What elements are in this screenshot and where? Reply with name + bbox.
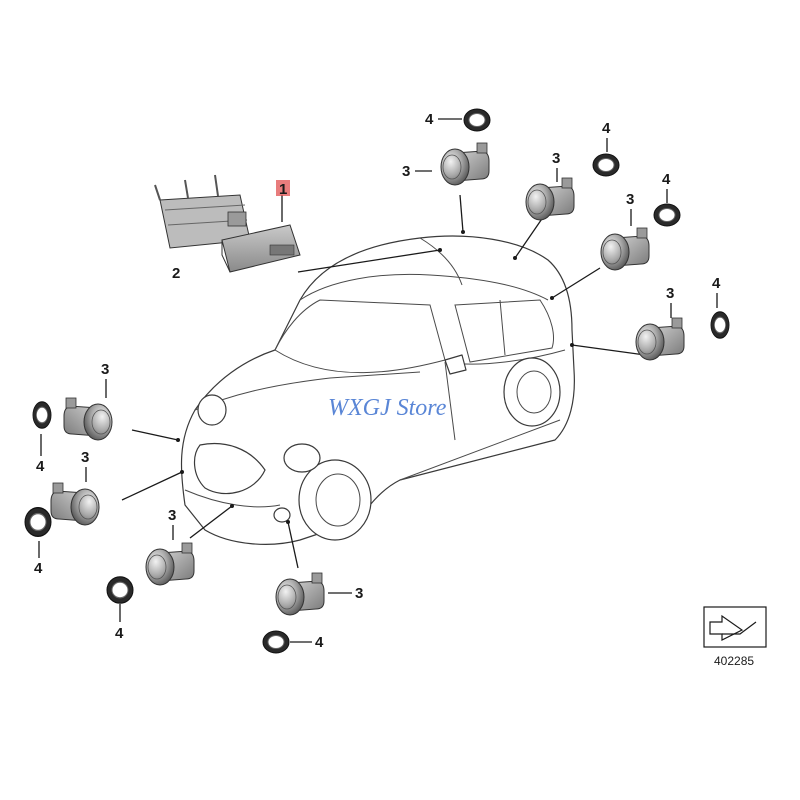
sensor-rear-3 (635, 317, 685, 361)
label-ring: 4 (36, 458, 45, 475)
label-bracket: 2 (172, 265, 180, 282)
arrow-box-icon (703, 606, 767, 648)
label-sensor: 3 (552, 150, 560, 167)
sensor-rear-1 (525, 177, 575, 221)
label-sensor: 3 (626, 191, 634, 208)
sensor-front-3 (145, 542, 195, 586)
label-ring: 4 (662, 171, 671, 188)
highlight-box (276, 180, 290, 196)
label-ring: 4 (602, 120, 611, 137)
leader-dots (176, 230, 574, 524)
sensor-front-4 (275, 572, 325, 616)
label-sensor: 3 (666, 285, 674, 302)
ring-front-3 (106, 576, 134, 604)
label-ring: 4 (315, 634, 324, 651)
watermark-text: WXGJ Store (328, 395, 447, 421)
label-ring: 4 (34, 560, 43, 577)
label-ring: 4 (712, 275, 721, 292)
leader-lines (121, 194, 646, 569)
sensor-front-1 (63, 397, 113, 441)
label-ecu: 1 (279, 181, 287, 198)
label-sensor: 3 (168, 507, 176, 524)
sensor-front-2 (50, 482, 100, 526)
label-sensor: 3 (101, 361, 109, 378)
ring-front-4 (262, 630, 290, 654)
ring-rear-3 (710, 311, 730, 339)
ring-rear-1 (592, 153, 620, 177)
bracket-part (154, 174, 251, 249)
ring-front-2 (24, 507, 52, 537)
label-sensor: 3 (355, 585, 363, 602)
label-ring: 4 (425, 111, 434, 128)
sensor-top-rear (440, 142, 490, 186)
ring-front-1 (32, 401, 52, 429)
label-ring: 4 (115, 625, 124, 642)
label-sensor: 3 (402, 163, 410, 180)
sensor-rear-2 (600, 227, 650, 271)
ring-rear-2 (653, 203, 681, 227)
car-outline (180, 235, 575, 545)
document-number: 402285 (714, 654, 754, 668)
ecu-module (221, 224, 301, 273)
ring-top (463, 108, 491, 132)
label-sensor: 3 (81, 449, 89, 466)
